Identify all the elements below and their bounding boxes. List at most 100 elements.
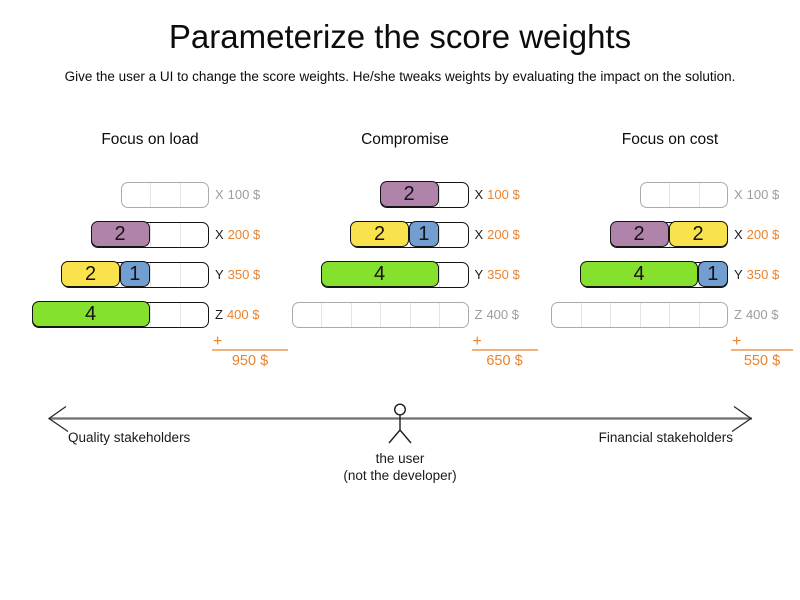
constraint-row: 2: [379, 181, 469, 208]
weight-block-blue: 1: [120, 261, 150, 287]
axis-label-financial: Financial stakeholders: [598, 430, 733, 445]
weight-block-yellow: 2: [350, 221, 409, 247]
cell-separator: [698, 182, 700, 207]
page-title: Parameterize the score weights: [168, 18, 632, 55]
arrowhead-left-icon: [47, 405, 69, 433]
constraint-amount: 400 $: [486, 306, 519, 322]
arrowhead-right-icon: [731, 405, 753, 433]
constraint-letter: X: [215, 186, 224, 202]
cell-separator: [439, 302, 440, 327]
constraint-amount: 400 $: [745, 306, 779, 322]
constraint-letter: X: [474, 186, 484, 202]
user-actor-icon: [388, 403, 412, 444]
weight-block-yellow: 2: [61, 261, 120, 287]
constraint-amount: 400 $: [226, 306, 260, 322]
sum-line: [731, 348, 793, 351]
axis-label-user: the user (not the developer): [290, 450, 510, 484]
axis-label-quality: Quality stakeholders: [68, 430, 191, 445]
weight-block-green: 4: [320, 261, 439, 287]
cell-separator: [179, 302, 181, 327]
column-title: Focus on cost: [621, 131, 719, 148]
axis-label-user-line2: (not the developer): [343, 468, 457, 483]
constraint-amount: 100 $: [227, 186, 261, 202]
constraint-letter: X: [474, 226, 484, 242]
cell-separator: [179, 182, 181, 207]
constraint-letter: X: [734, 186, 743, 202]
constraint-row: 4: [320, 261, 469, 288]
cell-separator: [610, 302, 611, 327]
constraint-letter: Y: [215, 266, 224, 282]
sum-plus-sign: +: [732, 333, 742, 350]
cell-separator: [439, 262, 440, 287]
weight-block-purple: 2: [379, 181, 439, 207]
cell-separator: [179, 222, 181, 247]
constraint-row: [639, 181, 728, 208]
cell-separator: [439, 222, 440, 247]
constraint-row: 2: [90, 221, 209, 248]
weight-block-purple: 2: [90, 221, 150, 247]
constraint-letter: X: [215, 226, 224, 242]
constraint-row: [120, 181, 209, 208]
constraint-letter: Z: [474, 306, 483, 322]
cell-separator: [439, 182, 440, 207]
weight-block-blue: 1: [698, 261, 728, 287]
constraint-amount: 200 $: [487, 226, 520, 242]
weight-block-green: 4: [31, 301, 150, 327]
cell-separator: [669, 182, 670, 207]
sum-total: 550 $: [743, 353, 781, 369]
cell-separator: [669, 302, 670, 327]
constraint-amount: 100 $: [487, 186, 520, 202]
constraint-amount: 350 $: [487, 266, 520, 282]
sum-plus-sign: +: [472, 333, 482, 350]
sum-line: [212, 348, 288, 351]
constraint-letter: X: [734, 226, 743, 242]
weight-block-blue: 1: [409, 221, 439, 247]
cell-separator: [380, 302, 381, 327]
sum-total: 950 $: [231, 353, 269, 369]
constraint-row: 4: [31, 301, 209, 328]
axis-label-user-line1: the user: [375, 451, 425, 466]
constraint-amount: 100 $: [746, 186, 780, 202]
cell-separator: [639, 302, 641, 327]
constraint-amount: 350 $: [227, 266, 261, 282]
cell-separator: [150, 222, 151, 247]
column-title: Compromise: [361, 131, 449, 148]
weight-block-green: 4: [580, 261, 698, 287]
cell-separator: [580, 302, 582, 327]
constraint-amount: 200 $: [227, 226, 261, 242]
cell-separator: [409, 302, 411, 327]
cell-separator: [150, 302, 151, 327]
constraint-letter: Y: [734, 266, 743, 282]
column-title: Focus on load: [101, 131, 199, 148]
constraint-amount: 350 $: [746, 266, 780, 282]
sum-plus-sign: +: [213, 333, 223, 350]
cell-separator: [179, 262, 181, 287]
cell-separator: [150, 182, 151, 207]
cell-separator: [321, 302, 322, 327]
constraint-row: [291, 301, 469, 328]
constraint-letter: Z: [215, 306, 223, 322]
sum-line: [471, 348, 538, 351]
cell-separator: [350, 302, 352, 327]
constraint-amount: 200 $: [746, 226, 780, 242]
constraint-row: [551, 301, 728, 328]
constraint-letter: Z: [734, 306, 742, 322]
cell-separator: [150, 262, 151, 287]
